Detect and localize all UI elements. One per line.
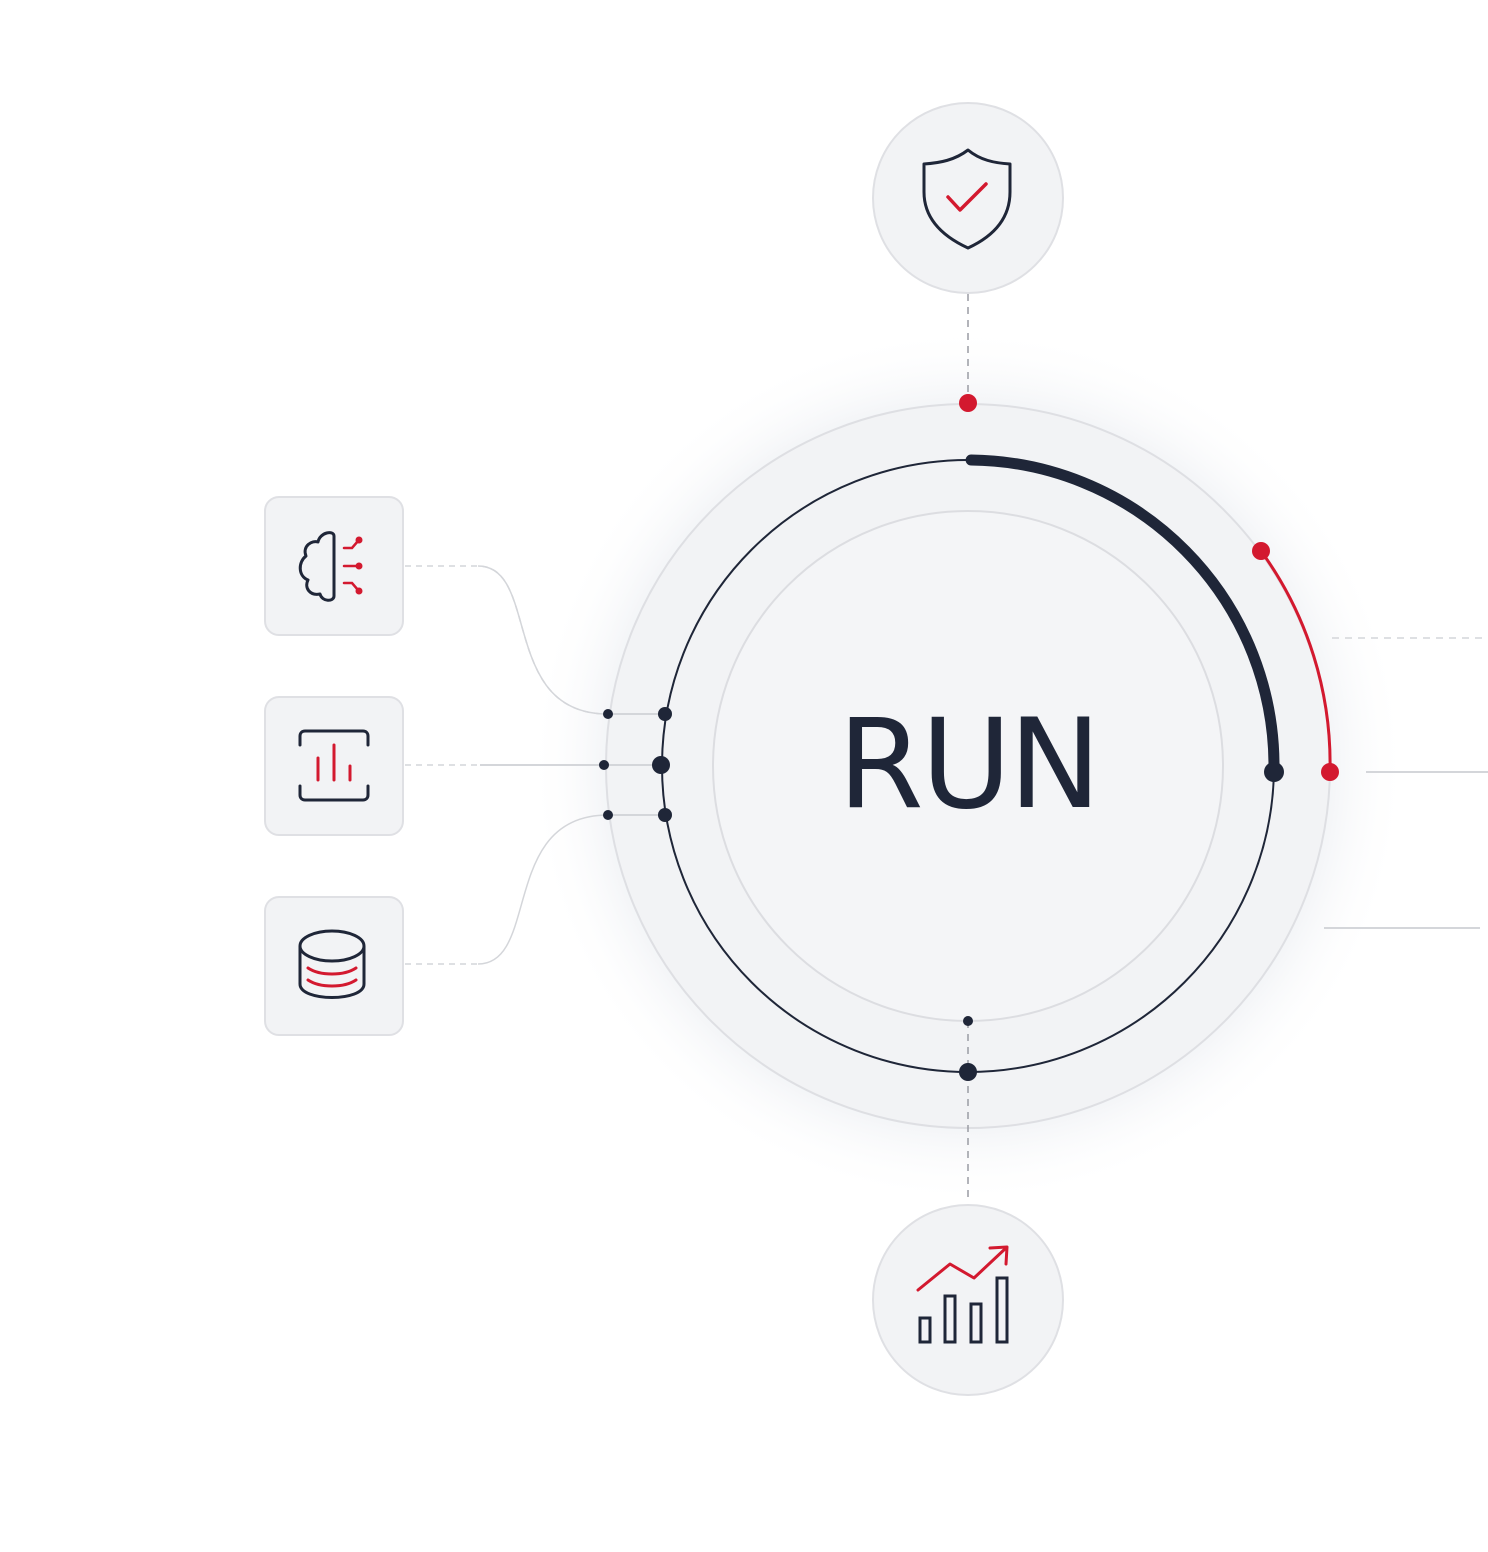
shield-check-icon bbox=[922, 148, 1012, 250]
left-top-track-dot bbox=[658, 707, 672, 721]
bottom-track-dot bbox=[959, 1063, 977, 1081]
brain-circuit-icon bbox=[298, 531, 363, 602]
left-connector-bottom-curve bbox=[477, 814, 609, 965]
left-middle-outer-dot bbox=[599, 760, 609, 770]
analytics-scan-icon bbox=[298, 729, 370, 802]
left-bottom-outer-dot bbox=[603, 810, 613, 820]
red-arc-start-dot bbox=[1252, 542, 1270, 560]
left-node-database bbox=[264, 896, 404, 1036]
red-outer-arc bbox=[1259, 550, 1332, 773]
growth-chart-icon bbox=[916, 1245, 1009, 1344]
left-node-brain bbox=[264, 496, 404, 636]
left-connector-top-curve bbox=[477, 565, 609, 715]
top-connector-dot bbox=[959, 394, 977, 412]
bottom-node bbox=[872, 1204, 1064, 1396]
left-bottom-track-dot bbox=[658, 808, 672, 822]
bottom-inner-dot bbox=[963, 1016, 973, 1026]
left-middle-track-dot bbox=[652, 756, 670, 774]
red-arc-end-dot bbox=[1321, 763, 1339, 781]
top-node bbox=[872, 102, 1064, 294]
progress-end-dot bbox=[1264, 762, 1284, 782]
database-icon bbox=[298, 929, 366, 999]
left-top-outer-dot bbox=[603, 709, 613, 719]
hub-label: RUN bbox=[837, 693, 1102, 837]
left-node-analytics bbox=[264, 696, 404, 836]
progress-arc bbox=[965, 454, 1280, 772]
